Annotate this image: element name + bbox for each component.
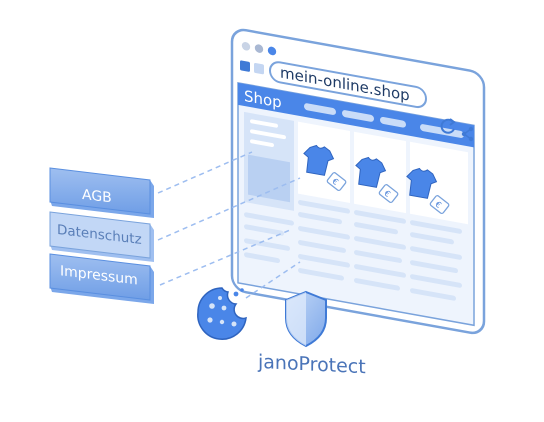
- sidebar-line[interactable]: [250, 119, 278, 128]
- nav-square-light[interactable]: [254, 62, 264, 75]
- legal-tag-impressum[interactable]: Impressum: [49, 253, 154, 304]
- sidebar-line[interactable]: [250, 139, 274, 147]
- tshirt-icon: [406, 167, 438, 199]
- tshirt-icon: [355, 156, 387, 188]
- shop-nav-item[interactable]: [420, 124, 464, 139]
- window-dot-maximize[interactable]: [267, 46, 277, 56]
- cookie-icon[interactable]: [197, 287, 247, 340]
- svg-text:€: €: [433, 200, 443, 210]
- product-rows: [244, 200, 462, 301]
- shop-nav-item[interactable]: [380, 116, 406, 128]
- address-bar[interactable]: [269, 61, 427, 109]
- product-item-3[interactable]: €: [402, 167, 455, 216]
- product-item-1[interactable]: €: [299, 144, 352, 193]
- svg-text:€: €: [330, 177, 340, 187]
- sidebar-banner: [248, 154, 290, 203]
- legal-tag-datenschutz[interactable]: Datenschutz: [49, 211, 154, 262]
- legal-tag-agb[interactable]: AGB: [49, 167, 154, 218]
- shop-nav-item[interactable]: [304, 103, 336, 116]
- svg-text:€: €: [382, 189, 392, 199]
- euro-price-tag-icon: €: [326, 172, 347, 192]
- euro-price-tag-icon: €: [378, 184, 399, 204]
- reload-icon[interactable]: [440, 118, 456, 134]
- shield-icon[interactable]: [285, 290, 327, 348]
- window-dot-close[interactable]: [241, 41, 251, 51]
- nav-square-dark[interactable]: [240, 60, 250, 72]
- connector-lines: [157, 151, 301, 299]
- window-dot-minimize[interactable]: [254, 44, 264, 54]
- sidebar-line[interactable]: [250, 129, 286, 140]
- shop-nav-item[interactable]: [342, 110, 374, 123]
- euro-price-tag-icon: €: [429, 195, 450, 215]
- share-icon[interactable]: [461, 126, 474, 142]
- legal-tag-label: AGB: [82, 187, 112, 207]
- product-card[interactable]: [410, 141, 468, 225]
- tshirt-icon: [303, 144, 335, 176]
- product-item-2[interactable]: €: [351, 156, 404, 205]
- browser-window: [230, 28, 486, 335]
- brand-name: janoProtect: [257, 351, 366, 378]
